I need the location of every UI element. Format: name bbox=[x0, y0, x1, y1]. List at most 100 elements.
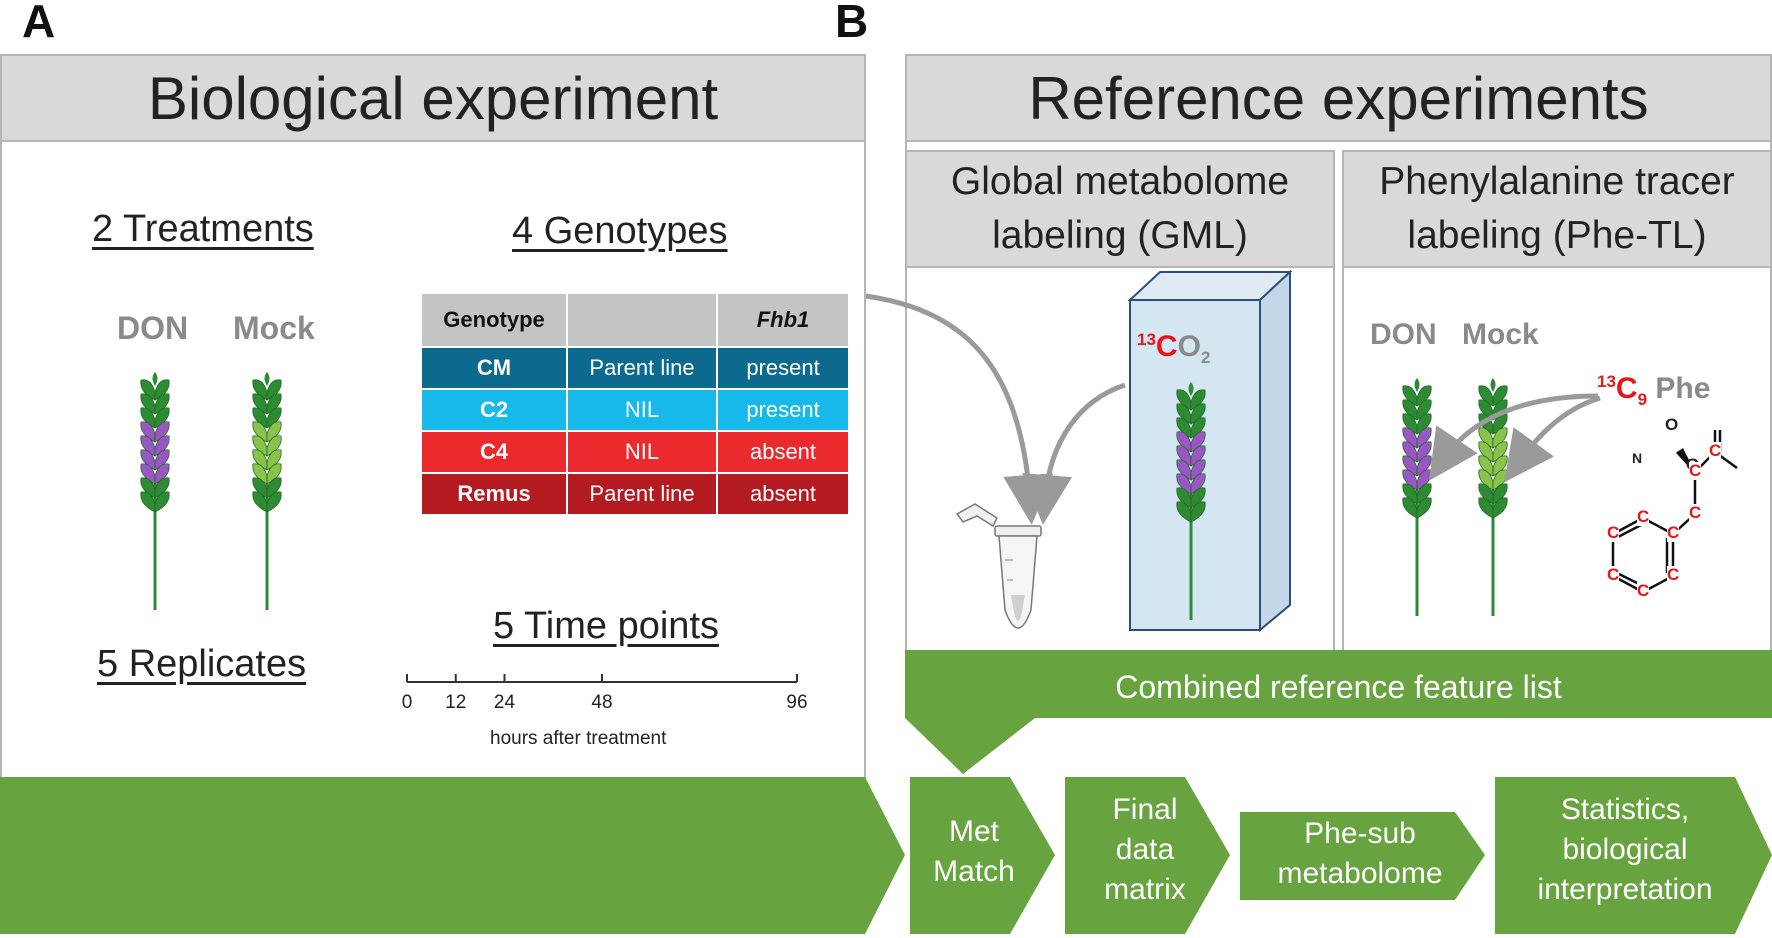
genotype-fhb1: present bbox=[718, 348, 848, 388]
workflow-stats-line2: biological bbox=[1562, 833, 1688, 866]
genotype-row: Remus Parent line absent bbox=[422, 474, 848, 514]
molecule-carbon: C bbox=[1667, 523, 1680, 542]
co2-element: C bbox=[1155, 330, 1178, 363]
workflow-met-match-arrow bbox=[910, 777, 1055, 934]
timeline-tick-label: 12 bbox=[445, 692, 466, 713]
timeline-tick-label: 24 bbox=[494, 692, 516, 713]
genotype-type: NIL bbox=[568, 432, 717, 472]
workflow-met-match-line1: Met bbox=[948, 815, 999, 848]
workflow-bio-arrow bbox=[0, 777, 905, 934]
co2-mass: 13 bbox=[1137, 330, 1156, 349]
spikelet bbox=[1478, 497, 1494, 519]
genotype-type: Parent line bbox=[568, 348, 717, 388]
workflow-final-line3: matrix bbox=[1104, 873, 1186, 906]
genotype-name: C4 bbox=[422, 432, 567, 472]
workflow-final-line2: data bbox=[1115, 833, 1175, 866]
molecule-carbon: C bbox=[1607, 565, 1620, 584]
spikelet bbox=[1402, 497, 1418, 519]
workflow-final-line1: Final bbox=[1112, 793, 1178, 826]
genotype-name: C2 bbox=[422, 390, 567, 430]
replicates-title: 5 Replicates bbox=[97, 643, 307, 685]
spikelet bbox=[1416, 497, 1432, 519]
molecule-carbon: C bbox=[1689, 461, 1702, 480]
genotype-name: CM bbox=[422, 348, 567, 388]
molecule-carbon: C bbox=[1607, 523, 1620, 542]
gml-title-line1: Global metabolome bbox=[950, 160, 1290, 203]
molecule-o-top: O bbox=[1665, 415, 1679, 434]
spike-tip bbox=[264, 372, 270, 386]
genotype-row: C4 NIL absent bbox=[422, 432, 848, 472]
header-type bbox=[568, 294, 717, 346]
spikelet bbox=[1190, 501, 1206, 523]
phe-sub: 9 bbox=[1637, 390, 1648, 409]
genotype-type: Parent line bbox=[568, 474, 717, 514]
co2-chamber bbox=[1127, 270, 1293, 633]
spike-tip bbox=[152, 372, 158, 386]
workflow-stats-arrow bbox=[1495, 777, 1772, 934]
workflow-stats-line3: interpretation bbox=[1537, 873, 1713, 906]
genotype-name: Remus bbox=[422, 474, 567, 514]
phe-label-don: DON bbox=[1370, 318, 1437, 351]
molecule-n: N bbox=[1632, 450, 1643, 466]
treatment-label-don: DON bbox=[117, 310, 189, 346]
treatment-label-mock: Mock bbox=[233, 310, 315, 346]
spikelet bbox=[140, 491, 156, 513]
workflow-statistics: Statistics, biological interpretation bbox=[1500, 790, 1750, 910]
spikelet bbox=[154, 491, 170, 513]
panel-a-title: Biological experiment bbox=[0, 54, 866, 142]
workflow-final-arrow bbox=[1065, 777, 1230, 934]
combined-feature-label: Combined reference feature list bbox=[1115, 669, 1562, 705]
spikelet bbox=[1176, 501, 1192, 523]
timeline-axis-label: hours after treatment bbox=[490, 728, 667, 749]
workflow-phe-sub-arrow bbox=[1240, 812, 1485, 900]
phe-label-mock: Mock bbox=[1462, 318, 1539, 351]
molecule-carbon: C bbox=[1709, 441, 1722, 460]
spikelet bbox=[252, 491, 268, 513]
phe-title-line2: labeling (Phe-TL) bbox=[1407, 214, 1707, 257]
genotype-row: CM Parent line present bbox=[422, 348, 848, 388]
workflow-met-match: Met Match bbox=[918, 812, 1030, 892]
panel-letter-b: B bbox=[835, 0, 869, 47]
workflow-phe-sub: Phe-sub metabolome bbox=[1250, 814, 1470, 894]
genotype-type: NIL bbox=[568, 390, 717, 430]
panel-letter-a: A bbox=[22, 0, 56, 47]
molecule-carbon: C bbox=[1667, 565, 1680, 584]
workflow-met-match-line2: Match bbox=[933, 855, 1015, 888]
combined-feature-banner bbox=[905, 650, 1772, 774]
phe-title-line1: Phenylalanine tracer bbox=[1379, 160, 1735, 203]
panel-b-title: Reference experiments bbox=[905, 54, 1772, 142]
genotype-fhb1: present bbox=[718, 390, 848, 430]
gml-title-line2: labeling (GML) bbox=[992, 214, 1248, 257]
phe-mass: 13 bbox=[1597, 372, 1616, 391]
phe-tracer-label: 13C9 Phe bbox=[1597, 372, 1710, 410]
spike-tip bbox=[1490, 378, 1496, 392]
genotype-row: C2 NIL present bbox=[422, 390, 848, 430]
timeline-tick-label: 0 bbox=[402, 692, 413, 713]
panel-a-title-text: Biological experiment bbox=[147, 64, 719, 132]
wheat-spike-mock-a bbox=[252, 372, 282, 610]
phe-element: C bbox=[1615, 372, 1638, 405]
molecule-carbon: C bbox=[1637, 581, 1650, 600]
spike-tip bbox=[1188, 382, 1194, 396]
workflow-final-data-matrix: Final data matrix bbox=[1080, 790, 1210, 910]
genotype-table: Genotype Fhb1 CM Parent line present C2 … bbox=[420, 292, 850, 516]
genotypes-title: 4 Genotypes bbox=[512, 210, 728, 252]
spike-tip bbox=[1414, 378, 1420, 392]
co2-sub: 2 bbox=[1200, 348, 1211, 367]
phe-title: Phenylalanine tracer labeling (Phe-TL) bbox=[1342, 150, 1772, 268]
treatments-title: 2 Treatments bbox=[92, 208, 314, 250]
spikelet bbox=[1492, 497, 1508, 519]
genotype-fhb1: absent bbox=[718, 474, 848, 514]
molecule-carbon: C bbox=[1689, 503, 1702, 522]
wheat-spike-don-b bbox=[1402, 378, 1432, 616]
timepoints-title: 5 Time points bbox=[493, 605, 719, 647]
panel-b-title-text: Reference experiments bbox=[1028, 64, 1649, 132]
phe-name: Phe bbox=[1655, 372, 1711, 405]
timeline-tick-label: 96 bbox=[786, 692, 807, 713]
workflow-phe-sub-line1: Phe-sub bbox=[1304, 817, 1416, 850]
co2-rest: O bbox=[1177, 330, 1201, 363]
header-fhb1: Fhb1 bbox=[718, 294, 848, 346]
